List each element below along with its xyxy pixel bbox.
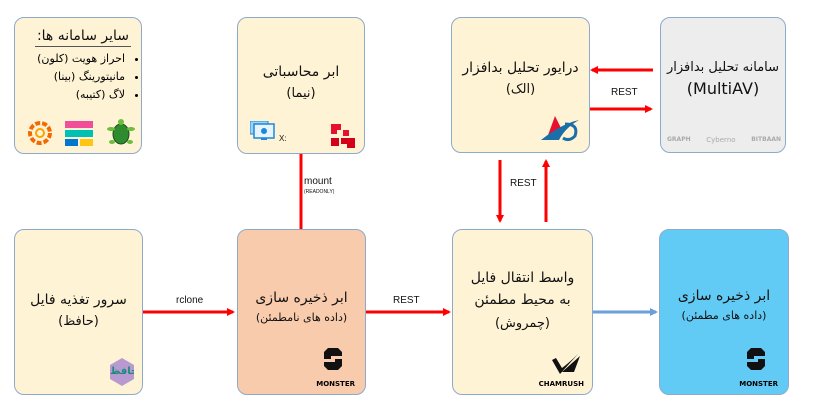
multiav-box: سامانه تحلیل بدافزار (MultiAV) GRAPH Cyb… [660,17,786,153]
turtle-icon [107,119,135,145]
monster-logo-icon [747,348,765,370]
vendor-cyberno-logo: Cyberno [706,136,736,144]
av-driver-title: درایور تحلیل بدافزار [462,60,579,76]
label-mount: mount [304,176,332,187]
chamrush-logo-text: CHAMRUSH [538,380,584,388]
vendor-graph-logo: GRAPH [667,136,691,143]
feed-server-box: سرور تغذیه فایل (حافظ) حافظ [14,229,143,395]
elastic-icon [65,121,93,146]
compute-cloud-title: ابر محاسباتی [262,64,340,80]
multiav-title: سامانه تحلیل بدافزار [666,60,780,75]
compute-cloud-subtitle: (نیما) [286,86,316,101]
transfer-title: واسط انتقال فایل [470,270,575,286]
label-rest-multiav: REST [611,87,638,98]
nima-logo-icon [331,124,355,148]
untrusted-storage-box: ابر ذخیره سازی (داده های نامطمئن) MONSTE… [237,229,366,395]
untrusted-storage-subtitle: (داده های نامطمئن) [255,311,348,324]
vendor-bitbaan-logo: BITBAAN [751,136,781,143]
other-systems-title: سایر سامانه ها: [34,26,131,47]
transfer-subtitle: (چمروش) [494,316,550,331]
list-item: احراز هویت (کلون) [37,50,125,68]
feed-server-title: سرور تغذیه فایل [30,292,127,308]
list-item: لاگ (کتیبه) [37,86,125,104]
grafana-icon [28,121,52,145]
trusted-storage-title: ابر ذخیره سازی [677,288,771,304]
trusted-storage-subtitle: (داده های مطمئن) [681,309,767,322]
transfer-box: واسط انتقال فایل به محیط مطمئن (چمروش) C… [452,229,593,395]
transfer-title-2: به محیط مطمئن [474,292,571,308]
av-driver-box: درایور تحلیل بدافزار (الک) [451,17,590,153]
list-item: مانیتورینگ (بینا) [37,68,125,86]
monster-logo-text: MONSTER [316,380,355,388]
label-rest-storage: REST [393,295,420,306]
hafez-logo: حافظ [110,358,134,386]
label-rest-driver: REST [510,178,537,189]
compute-cloud-box: ابر محاسباتی (نیما) X: [237,17,365,154]
monster-logo-icon [324,348,342,370]
virtual-machine-icon [250,121,275,140]
label-mount-note: (READONLY) [304,189,335,195]
trusted-storage-box: ابر ذخیره سازی (داده های مطمئن) MONSTER [659,229,789,395]
multiav-subtitle: (MultiAV) [686,79,760,98]
monster-logo-text: MONSTER [739,380,778,388]
chamrush-logo-icon [552,354,580,374]
other-systems-box: سایر سامانه ها: احراز هویت (کلون) مانیتو… [14,17,142,154]
av-driver-subtitle: (الک) [505,82,536,97]
label-rclone: rclone [176,295,204,306]
feed-server-subtitle: (حافظ) [58,314,99,329]
drive-label: X: [279,134,287,143]
elk-logo-icon [541,116,579,142]
untrusted-storage-title: ابر ذخیره سازی [255,290,348,306]
